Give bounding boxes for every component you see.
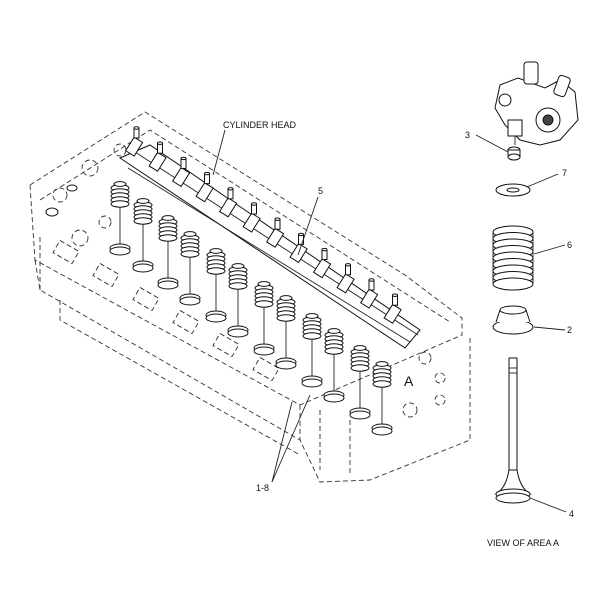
rocker-arm xyxy=(171,156,191,188)
rocker-arm xyxy=(148,141,167,172)
rocker-arm xyxy=(312,247,332,279)
rocker-arm xyxy=(124,126,144,157)
valve-assembly xyxy=(349,345,371,420)
label-area-a: A xyxy=(404,373,414,389)
label-view-caption: VIEW OF AREA A xyxy=(487,538,559,548)
valve-assembly xyxy=(371,361,393,436)
valve-assembly xyxy=(205,248,227,323)
rocker-arms xyxy=(124,126,402,324)
valve-assembly xyxy=(323,328,345,403)
label-item-1-8: 1-8 xyxy=(256,483,269,493)
part-4-valve xyxy=(494,357,532,504)
rocker-row xyxy=(124,126,402,324)
detail-view-area-a xyxy=(475,61,579,513)
rocker-arm xyxy=(242,202,261,233)
valve-assembly xyxy=(253,281,275,356)
label-cylinder-head: CYLINDER HEAD xyxy=(223,120,297,130)
rocker-arm xyxy=(383,293,402,324)
part-2-spring-seat xyxy=(492,305,534,335)
valve-assembly xyxy=(157,215,179,290)
rocker-arm xyxy=(218,187,238,218)
spring-coil xyxy=(492,277,534,291)
valve-assembly xyxy=(109,181,131,256)
rocker-shaft-assembly xyxy=(118,144,421,349)
detail-rocker-arm xyxy=(494,61,579,146)
valve-assemblies xyxy=(109,181,393,436)
label-item-4: 4 xyxy=(569,509,574,519)
valve-assembly xyxy=(227,263,249,338)
leader-lines xyxy=(212,129,319,483)
part-6-valve-spring xyxy=(492,225,534,291)
rocker-arm xyxy=(265,217,285,248)
part-3-keeper xyxy=(507,146,521,161)
rocker-arm xyxy=(195,171,214,203)
valve-assembly xyxy=(275,295,297,370)
rocker-arm xyxy=(336,263,355,294)
part-7-washer xyxy=(495,183,531,197)
label-item-7: 7 xyxy=(562,168,567,178)
cylinder-head-body xyxy=(29,111,471,483)
rocker-arm xyxy=(359,278,379,309)
valve-assembly xyxy=(301,313,323,388)
label-item-3: 3 xyxy=(465,130,470,140)
label-item-2: 2 xyxy=(567,325,572,335)
valve-assembly xyxy=(179,231,201,306)
label-item-6: 6 xyxy=(567,240,572,250)
label-item-5: 5 xyxy=(318,186,323,196)
valve-assembly xyxy=(132,198,154,273)
